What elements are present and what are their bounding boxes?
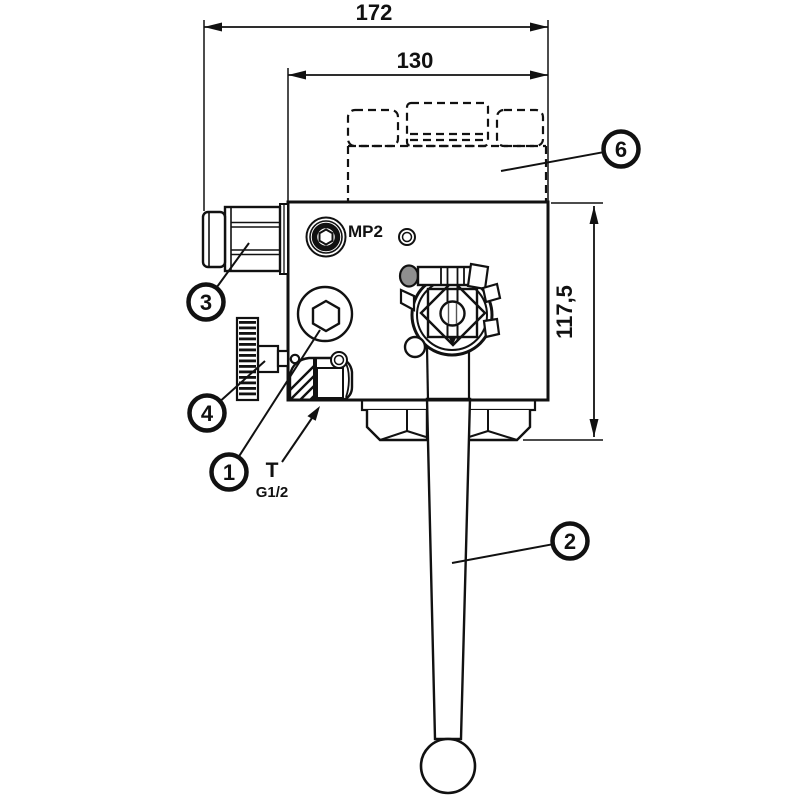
arrowhead-down — [589, 419, 599, 437]
knurled-adjustment-knob — [235, 316, 290, 402]
pivot-diamond — [419, 279, 487, 347]
callout-leaders — [215, 151, 604, 564]
pivot-tab-right-upper — [481, 282, 502, 304]
knob-stub — [276, 349, 290, 368]
leader-4 — [219, 360, 266, 402]
pivot-tab-left — [399, 288, 416, 312]
lever-ball-knob — [419, 737, 477, 795]
t-port-label: T G1/2 — [256, 406, 320, 501]
hex-nut-right — [466, 410, 532, 442]
fitting-cap — [201, 210, 227, 269]
top-cap-hidden-outline — [346, 101, 548, 201]
dim-172-label: 172 — [356, 0, 393, 25]
lever-pivot-assembly — [398, 262, 502, 401]
control-lever — [288, 397, 548, 795]
callout-6: 6 — [601, 129, 641, 169]
pivot-center-hole — [439, 300, 466, 327]
leader-2 — [451, 543, 553, 564]
small-plug-bottom — [330, 351, 348, 369]
dimension-body-height: 117,5 — [523, 202, 603, 441]
dimension-overall-width: 172 — [203, 0, 549, 211]
leader-6 — [500, 151, 604, 172]
arrowhead-right — [530, 70, 548, 80]
callout-3-number: 3 — [200, 290, 212, 315]
leader-1 — [237, 329, 321, 458]
small-plug-top — [398, 228, 416, 246]
left-port-fitting — [201, 203, 289, 275]
hex-nut-left — [365, 410, 429, 442]
callout-6-number: 6 — [615, 137, 627, 162]
pivot-clamp-bar — [398, 262, 490, 291]
cap-bump-right — [495, 108, 545, 148]
cap-bump-left — [346, 108, 400, 148]
hex-socket-icon — [318, 228, 334, 246]
pivot-tab-right-lower — [482, 317, 501, 339]
leader-3 — [215, 242, 250, 289]
port-mp2-label: MP2 — [348, 222, 383, 241]
knob-shaft — [256, 344, 280, 374]
callout-4: 4 — [187, 393, 227, 433]
callout-2: 2 — [550, 521, 590, 561]
port-mp2: MP2 — [305, 216, 383, 258]
cap-bump-center — [405, 101, 490, 148]
callout-1-number: 1 — [223, 460, 235, 485]
hex-socket-icon — [311, 299, 341, 333]
arrowhead-left — [204, 22, 222, 32]
section-hatching — [290, 358, 314, 400]
callout-1: 1 — [209, 452, 249, 492]
arrowhead-up — [589, 206, 599, 224]
arrowhead-right — [530, 22, 548, 32]
arrowhead-left — [288, 70, 306, 80]
clamp-left-ear — [398, 264, 420, 288]
clamp-right-block — [466, 262, 490, 291]
hex-socket-plug — [296, 285, 354, 343]
dim-117-5-label: 117,5 — [552, 285, 577, 339]
port-t-label: T — [266, 459, 279, 482]
t-arrowhead — [307, 406, 320, 421]
port-t-thread-label: G1/2 — [256, 484, 289, 501]
callout-2-number: 2 — [564, 529, 576, 554]
dim-130-label: 130 — [397, 48, 434, 73]
callout-3: 3 — [186, 282, 226, 322]
callout-4-number: 4 — [201, 401, 214, 426]
dimension-body-width: 130 — [287, 48, 548, 202]
pivot-pin-tip — [448, 336, 457, 345]
pivot-small-hole — [403, 335, 427, 359]
